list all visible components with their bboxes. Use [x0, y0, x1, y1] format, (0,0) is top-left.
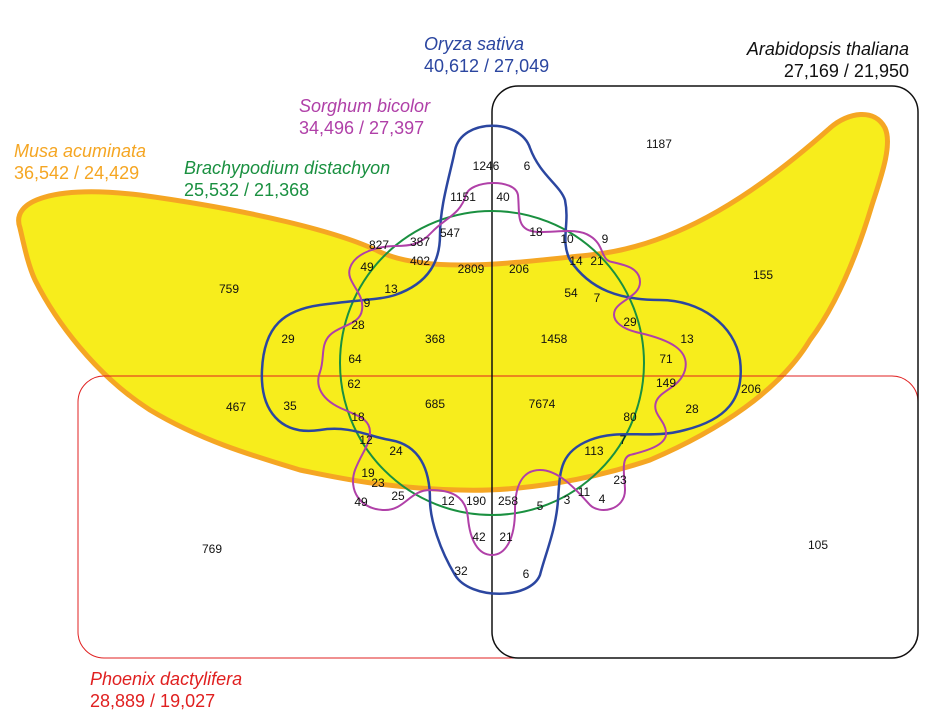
region-count: 105	[808, 538, 828, 552]
musa-acuminata-counts: 36,542 / 24,429	[14, 163, 140, 183]
region-count: 3	[564, 493, 571, 507]
region-count: 769	[202, 542, 222, 556]
sorghum-bicolor-counts: 34,496 / 27,397	[299, 118, 425, 138]
region-count: 1151	[450, 190, 476, 204]
region-count: 387	[410, 235, 430, 249]
musa-acuminata-label: Musa acuminata 36,542 / 24,429	[14, 140, 146, 184]
region-count: 13	[680, 332, 694, 346]
region-count: 547	[440, 226, 460, 240]
region-count: 9	[364, 296, 371, 310]
region-count: 7674	[529, 397, 556, 411]
region-count: 28	[351, 318, 365, 332]
brachypodium-distachyon-label: Brachypodium distachyon 25,532 / 21,368	[184, 157, 390, 201]
region-count: 206	[741, 382, 761, 396]
region-count: 10	[560, 232, 574, 246]
region-count: 54	[564, 286, 578, 300]
region-count: 21	[499, 530, 513, 544]
region-count: 29	[623, 315, 637, 329]
brachypodium-distachyon-circle	[339, 210, 645, 516]
oryza-sativa-shape	[260, 124, 742, 595]
arabidopsis-thaliana-label: Arabidopsis thaliana 27,169 / 21,950	[747, 38, 909, 82]
region-count: 18	[351, 410, 365, 424]
region-count: 685	[425, 397, 445, 411]
phoenix-dactylifera-label: Phoenix dactylifera 28,889 / 19,027	[90, 668, 242, 712]
sorghum-bicolor-name: Sorghum bicolor	[299, 96, 431, 116]
region-count: 49	[354, 495, 368, 509]
region-count: 18	[529, 225, 543, 239]
region-count: 21	[590, 254, 604, 268]
region-count: 368	[425, 332, 445, 346]
region-count: 7	[594, 291, 601, 305]
region-count: 6	[524, 159, 531, 173]
sorghum-bicolor-shape	[317, 182, 687, 557]
region-count: 25	[391, 489, 405, 503]
region-count: 12	[359, 433, 373, 447]
region-count: 71	[659, 352, 673, 366]
region-count: 7	[620, 433, 627, 447]
musa-acuminata-name: Musa acuminata	[14, 141, 147, 161]
region-count: 13	[384, 282, 398, 296]
region-count: 80	[623, 410, 637, 424]
region-count: 24	[389, 444, 403, 458]
region-count: 190	[466, 494, 486, 508]
phoenix-dactylifera-counts: 28,889 / 19,027	[90, 691, 216, 711]
oryza-sativa-name: Oryza sativa	[424, 34, 525, 54]
region-count: 155	[753, 268, 773, 282]
region-count: 2809	[458, 262, 485, 276]
region-count: 23	[613, 473, 627, 487]
region-count: 1246	[473, 159, 500, 173]
region-count: 12	[441, 494, 455, 508]
region-count: 467	[226, 400, 246, 414]
region-count: 4	[599, 492, 606, 506]
region-count: 402	[410, 254, 430, 268]
region-count: 1458	[541, 332, 568, 346]
region-count: 35	[283, 399, 297, 413]
brachypodium-distachyon-name: Brachypodium distachyon	[184, 158, 391, 178]
oryza-sativa-counts: 40,612 / 27,049	[424, 56, 550, 76]
arabidopsis-thaliana-rect	[491, 85, 919, 659]
brachypodium-distachyon-counts: 25,532 / 21,368	[184, 180, 310, 200]
region-count: 258	[498, 494, 518, 508]
region-count: 6	[523, 567, 530, 581]
region-count: 5	[537, 499, 544, 513]
region-count: 29	[281, 332, 295, 346]
region-count: 11	[578, 485, 591, 499]
arabidopsis-thaliana-counts: 27,169 / 21,950	[783, 61, 909, 81]
phoenix-dactylifera-name: Phoenix dactylifera	[90, 669, 243, 689]
region-count: 1187	[646, 137, 672, 151]
region-count: 206	[509, 262, 529, 276]
region-count: 62	[347, 377, 361, 391]
region-count: 827	[369, 238, 389, 252]
musa-acuminata-shape	[16, 112, 890, 493]
sorghum-bicolor-label: Sorghum bicolor 34,496 / 27,397	[299, 95, 430, 139]
region-count: 64	[348, 352, 362, 366]
region-count: 40	[496, 190, 510, 204]
oryza-sativa-label: Oryza sativa 40,612 / 27,049	[424, 33, 549, 77]
region-count: 32	[454, 564, 468, 578]
region-count: 23	[371, 476, 385, 490]
region-count: 149	[656, 376, 676, 390]
region-count: 113	[584, 444, 603, 458]
region-count: 49	[360, 260, 374, 274]
region-count: 759	[219, 282, 239, 296]
region-count: 42	[472, 530, 486, 544]
region-count: 28	[685, 402, 699, 416]
region-count: 14	[569, 254, 583, 268]
region-count: 9	[602, 232, 609, 246]
arabidopsis-thaliana-name: Arabidopsis thaliana	[746, 39, 909, 59]
region-count: 19	[361, 466, 375, 480]
